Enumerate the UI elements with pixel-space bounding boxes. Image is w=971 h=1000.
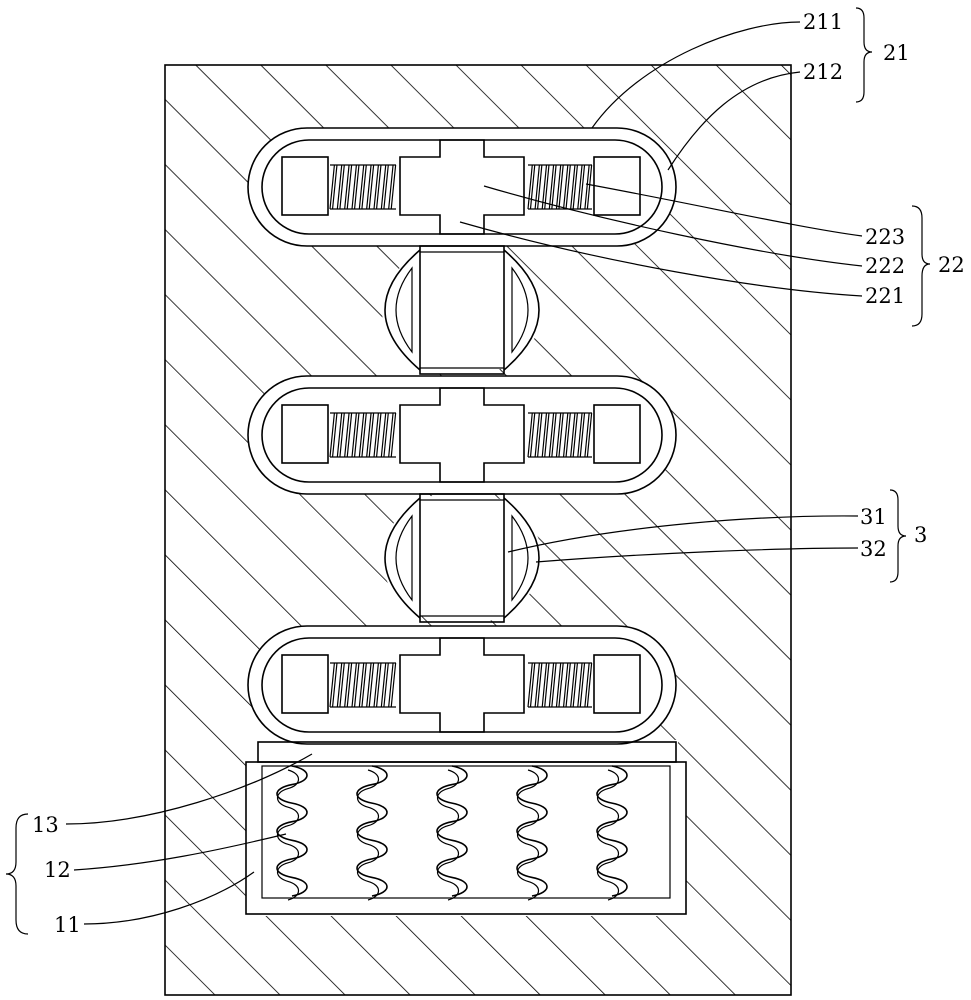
label-223: 223 [865, 225, 905, 249]
label-12: 12 [44, 858, 71, 882]
label-22: 22 [938, 253, 965, 277]
brace-22 [912, 206, 930, 326]
label-3: 3 [914, 523, 927, 547]
label-13: 13 [32, 813, 59, 837]
label-21: 21 [883, 41, 910, 65]
brace-3 [890, 490, 906, 582]
brace-1 [6, 814, 28, 934]
label-11: 11 [54, 913, 81, 937]
label-211: 211 [803, 10, 843, 34]
housing-hatch [165, 65, 791, 995]
label-222: 222 [865, 254, 905, 278]
label-212: 212 [803, 60, 843, 84]
label-31: 31 [860, 505, 887, 529]
label-32: 32 [860, 537, 887, 561]
brace-21 [856, 8, 872, 102]
label-221: 221 [865, 284, 905, 308]
